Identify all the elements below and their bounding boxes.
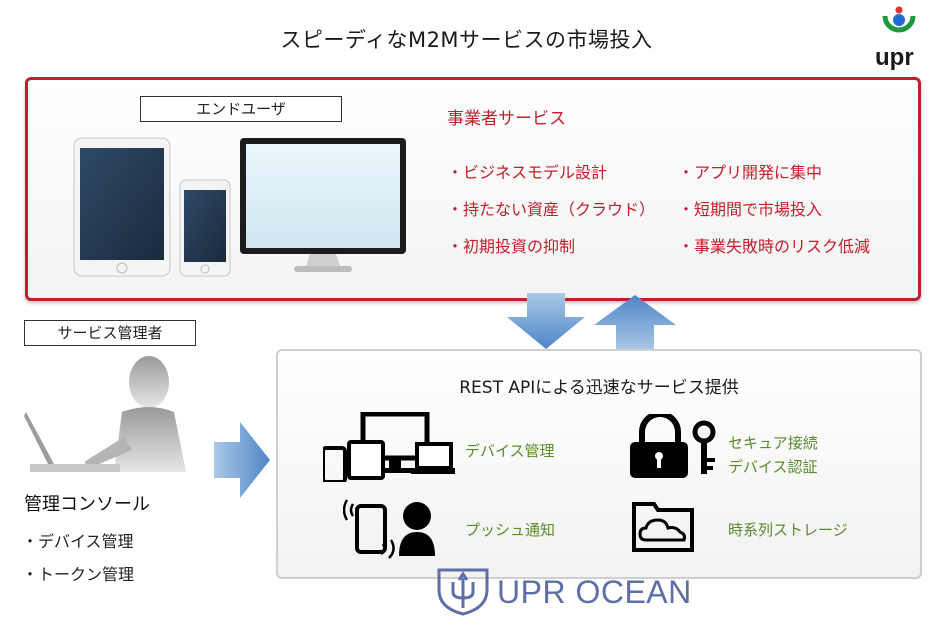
logo-text: upr <box>875 44 914 71</box>
arrow-right-icon <box>214 422 270 498</box>
push-notification-icon <box>343 499 435 559</box>
upr-ocean-logo: UPR OCEAN <box>435 566 735 616</box>
service-item: ・事業失敗時のリスク低減 <box>678 237 871 256</box>
feature-push-notification: プッシュ通知 <box>465 521 556 539</box>
arrow-up-icon <box>594 295 676 351</box>
page-title: スピーディなM2Mサービスの市場投入 <box>280 28 653 52</box>
service-item: ・アプリ開発に集中 <box>678 163 823 182</box>
upr-logo-mark-icon <box>882 6 916 33</box>
admin-label: サービス管理者 <box>24 320 196 346</box>
service-item: ・短期間で市場投入 <box>678 200 823 219</box>
devices-icon <box>323 412 455 482</box>
business-services-title: 事業者サービス <box>447 109 566 129</box>
service-item: ・持たない資産（クラウド） <box>447 200 656 219</box>
trident-shield-icon <box>437 568 489 616</box>
rest-api-title: REST APIによる迅速なサービス提供 <box>459 378 739 398</box>
brand-text: UPR OCEAN <box>497 574 692 610</box>
end-user-devices-icon <box>73 137 406 277</box>
cloud-storage-icon <box>632 502 694 552</box>
feature-device-auth: デバイス認証 <box>728 458 818 476</box>
service-item: ・初期投資の抑制 <box>447 237 576 256</box>
console-title: 管理コンソール <box>24 494 150 515</box>
lock-key-icon <box>630 414 716 478</box>
feature-time-series-storage: 時系列ストレージ <box>728 521 848 539</box>
arrow-down-icon <box>507 293 585 349</box>
admin-person-laptop-icon <box>24 356 186 472</box>
end-user-label: エンドユーザ <box>140 96 342 122</box>
feature-secure-connection: セキュア接続 <box>728 434 818 452</box>
upr-logo: upr <box>873 6 925 72</box>
console-item: ・トークン管理 <box>22 565 135 584</box>
service-item: ・ビジネスモデル設計 <box>447 163 608 182</box>
feature-device-management: デバイス管理 <box>465 442 555 460</box>
console-item: ・デバイス管理 <box>22 532 134 551</box>
